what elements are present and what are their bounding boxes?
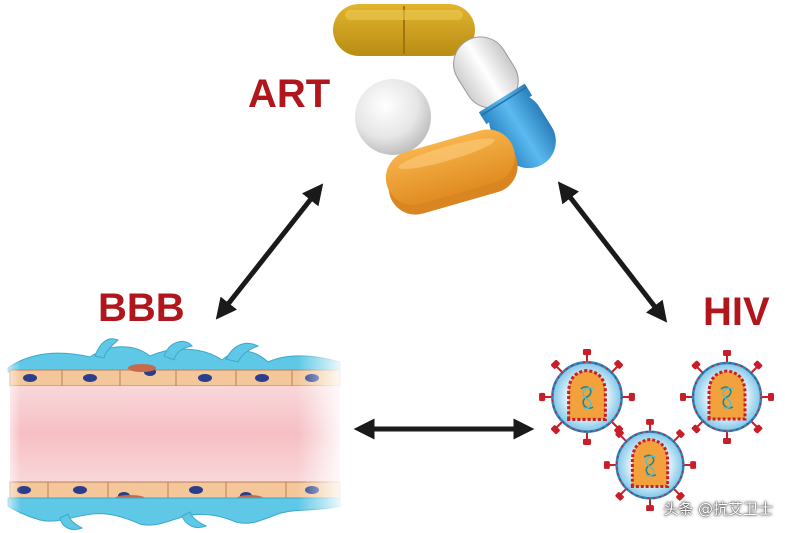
orange-tablet-icon (385, 129, 518, 215)
art-drugs-illustration (333, 4, 556, 215)
hiv-label: HIV (703, 290, 770, 334)
art-label: ART (248, 72, 331, 116)
bbb-label: BBB (98, 286, 185, 330)
mustard-pill-icon (333, 4, 475, 56)
arrow-art-bbb (215, 183, 324, 320)
virus-icon (678, 348, 776, 446)
pearl-tablet-icon (355, 79, 431, 155)
double-arrow-icon (215, 181, 668, 440)
blood-vessel-icon (0, 338, 346, 533)
watermark-text: 头条 @抗艾卫士 (663, 500, 773, 518)
hiv-virions (537, 347, 776, 513)
arrow-art-hiv (557, 181, 668, 323)
